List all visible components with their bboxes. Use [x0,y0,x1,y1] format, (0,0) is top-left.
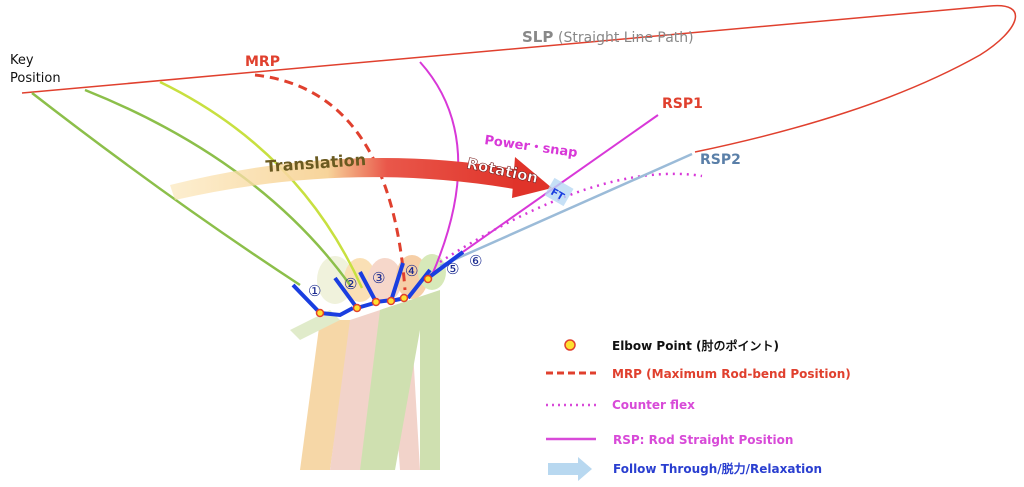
mrp-label: MRP [245,54,280,70]
legend-elbow-point: Elbow Point (肘のポイント) [612,338,779,353]
slp-line [21,4,1017,153]
slp-abbr: SLP [522,28,553,46]
rsp1-label: RSP1 [662,96,703,112]
position-numbers: ① ② ③ ④ ⑤ ⑥ [308,252,482,300]
power-snap-label: Power・snap [483,133,578,161]
rsp2-label: RSP2 [700,152,741,168]
position-1: ① [308,282,321,300]
ft-marker [544,177,574,207]
legend-rsp: RSP: Rod Straight Position [613,433,793,447]
mrp-line [254,73,407,291]
position-4: ④ [405,262,418,280]
position-5: ⑤ [446,260,459,278]
position-6: ⑥ [469,252,482,270]
arrow-head [512,157,552,198]
legend-follow-through: Follow Through/脱力/Relaxation [613,461,822,476]
rsp2-line [439,152,693,268]
key-position-label-2: Position [10,71,61,86]
slp-full: (Straight Line Path) [558,30,694,46]
rsp-curve [419,61,460,276]
rsp1-line [429,114,659,276]
legend: Elbow Point (肘のポイント) MRP (Maximum Rod-be… [546,338,851,481]
rod-path-1 [31,92,301,287]
counter-flex-line [439,172,703,264]
position-3: ③ [372,269,385,287]
translation-rotation-arrow [170,158,520,200]
position-2: ② [344,275,357,293]
key-position-label: Key [10,53,34,68]
elbow-point-icon [564,339,576,351]
legend-mrp: MRP (Maximum Rod-bend Position) [612,367,851,381]
elbow-points [315,274,433,318]
legend-counter-flex: Counter flex [612,398,695,412]
follow-through-arrow-icon [548,457,592,481]
caster-figures [290,254,446,470]
